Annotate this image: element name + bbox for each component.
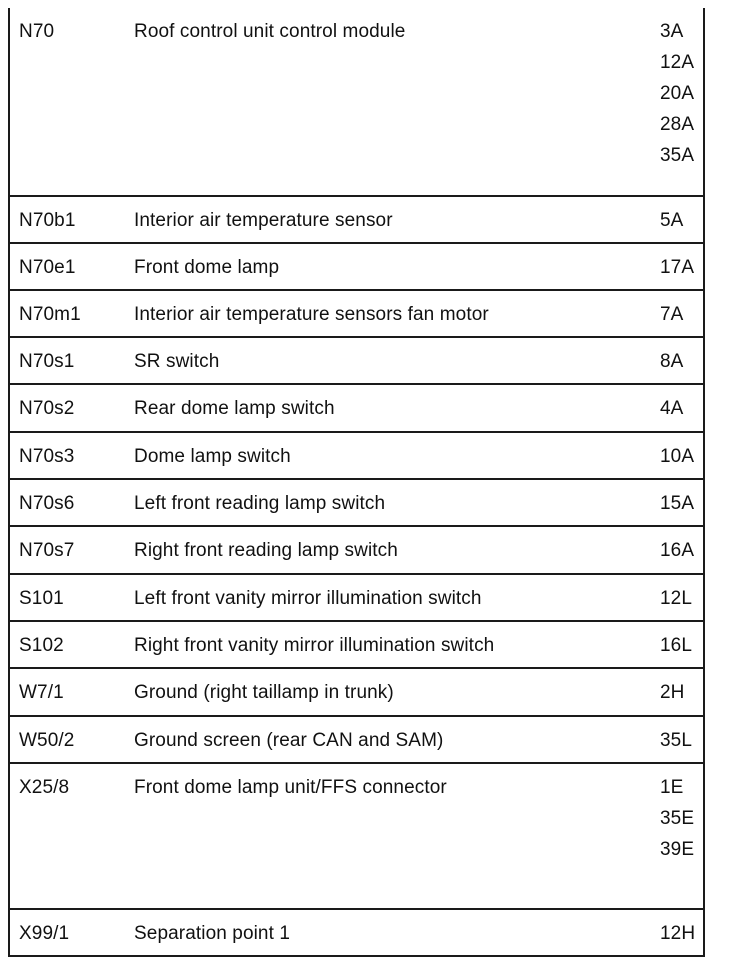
component-description: Interior air temperature sensors fan mot… [134,304,489,325]
table-row: W7/1 Ground (right taillamp in trunk) 2H [10,669,703,717]
component-description: Front dome lamp [134,257,280,278]
grid-location: 4A [660,398,684,419]
component-description: Dome lamp switch [134,446,291,467]
table-row: N70s2 Rear dome lamp switch 4A [10,385,703,433]
grid-location: 39E [660,839,695,860]
table-row: W50/2 Ground screen (rear CAN and SAM) 35L [10,717,703,764]
grid-location: 28A [660,114,695,135]
grid-location: 12H [660,923,696,944]
component-code: N70s3 [19,446,75,467]
component-code: N70m1 [19,304,81,325]
table-row: N70s3 Dome lamp switch 10A [10,433,703,480]
component-description: Separation point 1 [134,923,291,944]
grid-locations: 4A [660,393,683,424]
component-description: Front dome lamp unit/FFS connector [134,777,447,798]
grid-location: 20A [660,83,695,104]
component-description: Rear dome lamp switch [134,398,335,419]
table-row: N70b1 Interior air temperature sensor 5A [10,197,703,244]
component-description: Interior air temperature sensor [134,210,393,231]
component-code: N70e1 [19,257,76,278]
component-description: SR switch [134,351,220,372]
grid-location: 16A [660,540,695,561]
table-row: N70e1 Front dome lamp 17A [10,244,703,291]
grid-location: 3A [660,21,684,42]
component-code: W7/1 [19,682,64,703]
grid-location: 5A [660,210,684,231]
table-row: X99/1 Separation point 1 12H [10,910,703,957]
grid-locations: 10A [660,441,694,472]
grid-location: 35L [660,730,693,751]
grid-locations: 12L [660,583,692,614]
table-row: S102 Right front vanity mirror illuminati… [10,622,703,669]
component-code: S101 [19,588,64,609]
component-code: N70b1 [19,210,76,231]
grid-location: 17A [660,257,695,278]
grid-location: 12L [660,588,693,609]
component-table: N70 Roof control unit control module 3A 12A… [8,8,705,957]
grid-locations: 12H [660,918,695,949]
grid-locations: 8A [660,346,683,377]
component-code: N70 [19,21,55,42]
grid-location: 7A [660,304,684,325]
table-row: S101 Left front vanity mirror illuminatio… [10,575,703,622]
grid-locations: 35L [660,725,692,756]
grid-location: 1E [660,777,684,798]
grid-locations: 2H [660,677,685,708]
table-row: N70s1 SR switch 8A [10,338,703,385]
grid-locations: 1E 35E 39E [660,772,694,865]
grid-location: 35E [660,808,695,829]
grid-location: 12A [660,52,695,73]
grid-location: 2H [660,682,685,703]
component-code: X25/8 [19,777,70,798]
component-code: N70s6 [19,493,75,514]
grid-location: 8A [660,351,684,372]
table-row: N70m1 Interior air temperature sensors fa… [10,291,703,338]
table-row: N70s7 Right front reading lamp switch 16A [10,527,703,575]
component-code: N70s1 [19,351,75,372]
component-description: Ground (right taillamp in trunk) [134,682,394,703]
grid-location: 35A [660,145,695,166]
grid-locations: 5A [660,205,683,236]
component-code: W50/2 [19,730,75,751]
component-description: Right front vanity mirror illumination s… [134,635,495,656]
component-code: N70s7 [19,540,75,561]
component-description: Left front reading lamp switch [134,493,386,514]
grid-locations: 16L [660,630,692,661]
table-row: N70 Roof control unit control module 3A 12A… [10,8,703,197]
component-code: N70s2 [19,398,75,419]
component-description: Left front vanity mirror illumination sw… [134,588,482,609]
component-code: X99/1 [19,923,70,944]
grid-locations: 7A [660,299,683,330]
component-code: S102 [19,635,64,656]
component-description: Ground screen (rear CAN and SAM) [134,730,444,751]
component-description: Right front reading lamp switch [134,540,398,561]
component-description: Roof control unit control module [134,21,406,42]
grid-locations: 3A 12A 20A 28A 35A [660,16,694,171]
grid-locations: 16A [660,535,694,566]
grid-locations: 17A [660,252,694,283]
grid-location: 15A [660,493,695,514]
grid-location: 10A [660,446,695,467]
grid-location: 16L [660,635,693,656]
table-row: N70s6 Left front reading lamp switch 15A [10,480,703,527]
grid-locations: 15A [660,488,694,519]
table-row: X25/8 Front dome lamp unit/FFS connector 1… [10,764,703,910]
